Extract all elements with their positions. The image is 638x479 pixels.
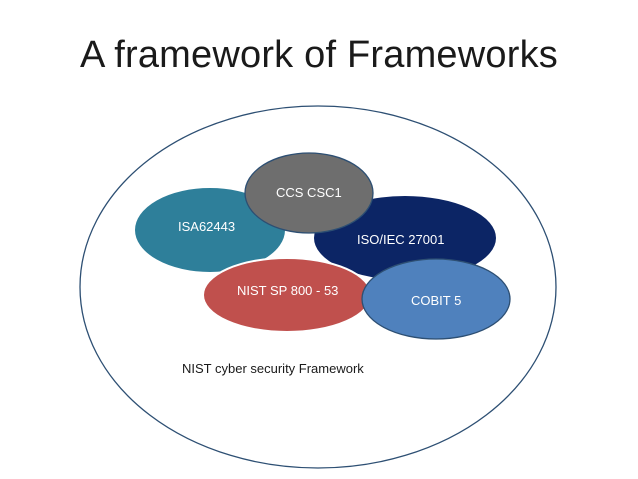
slide-title: A framework of Frameworks	[80, 34, 558, 76]
ccs-csc1-label: CCS CSC1	[276, 185, 342, 200]
nist-sp-800-53-label: NIST SP 800 - 53	[237, 283, 338, 298]
iso-iec-27001-label: ISO/IEC 27001	[357, 232, 444, 247]
cobit-5-label: COBIT 5	[411, 293, 461, 308]
ccs-csc1-ellipse	[244, 152, 374, 234]
isa62443-label: ISA62443	[178, 219, 235, 234]
cobit-5-ellipse	[361, 258, 511, 340]
nist-csf-label: NIST cyber security Framework	[182, 361, 364, 376]
